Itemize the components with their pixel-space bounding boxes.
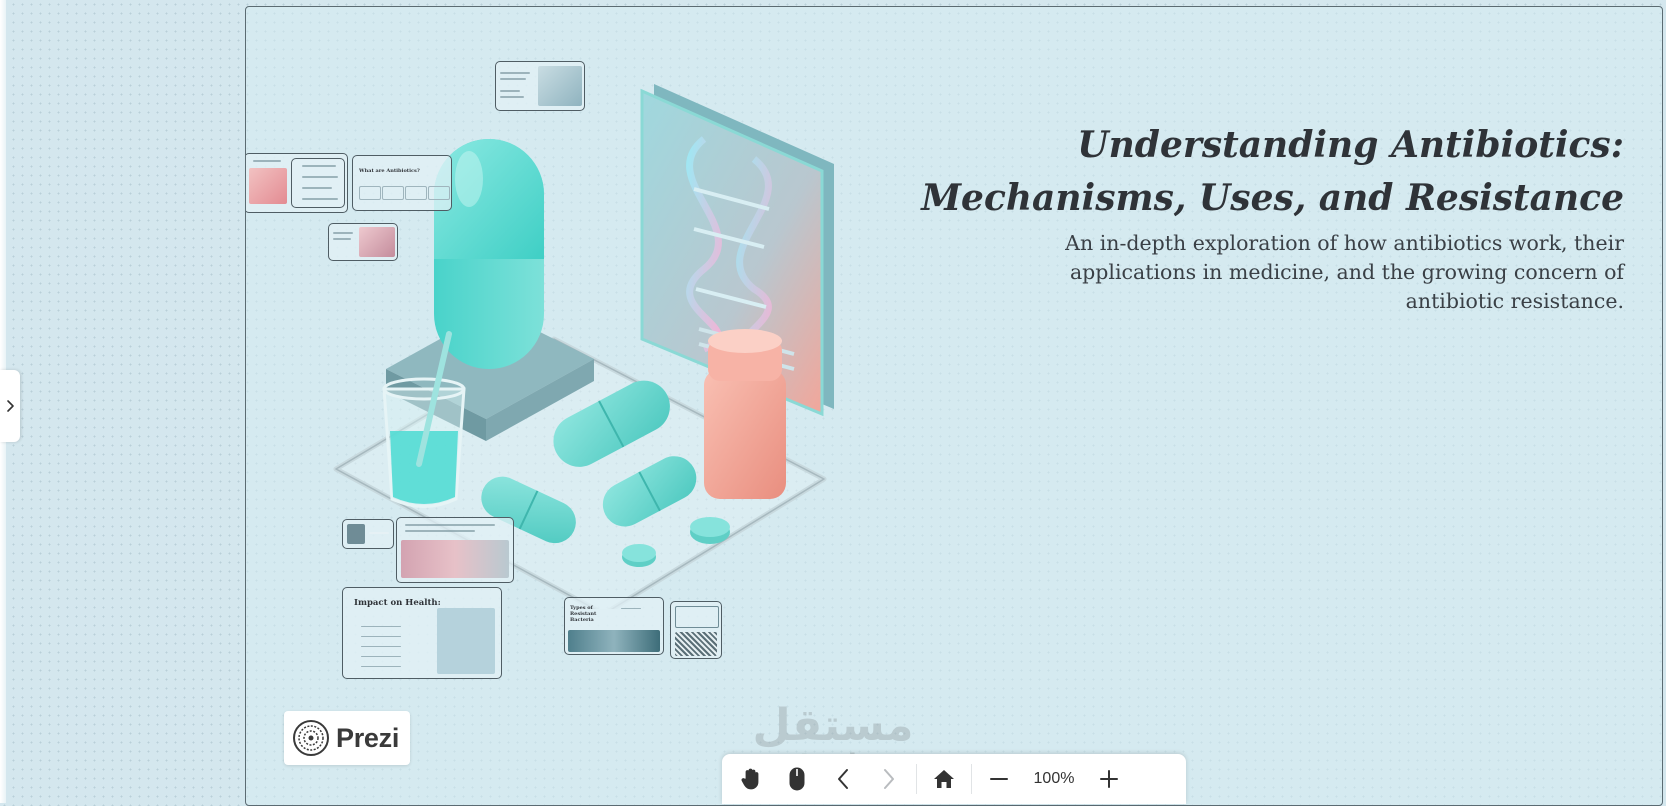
frame-thumbnail-bottom-right[interactable] (670, 601, 722, 659)
title-line-2: Mechanisms, Uses, and Resistance (921, 177, 1624, 219)
home-icon (934, 770, 954, 788)
zoom-in-button[interactable] (1086, 759, 1132, 799)
frame-what-are-antibiotics[interactable]: What are Antibiotics? (352, 155, 452, 211)
minus-icon (990, 778, 1008, 780)
mouse-icon (789, 767, 805, 791)
frame-thumbnail-mid-a[interactable] (342, 519, 394, 549)
frame-impact-on-health[interactable]: Impact on Health: (342, 587, 502, 679)
zoom-out-button[interactable] (976, 759, 1022, 799)
frame-thumbnail-mid-b[interactable] (396, 517, 514, 583)
frame-thumbnail-small[interactable] (328, 223, 398, 261)
chevron-right-icon (7, 400, 14, 412)
home-button[interactable] (921, 759, 967, 799)
frame-types-of-resistant-bacteria[interactable]: Types of Resistant Bacteria (564, 597, 664, 655)
next-step-button[interactable] (866, 759, 912, 799)
chevron-right-icon (884, 769, 894, 789)
frame-title: Impact on Health: (354, 598, 441, 608)
pan-button[interactable] (728, 759, 774, 799)
toolbar-divider (916, 764, 917, 794)
prezi-brand-name: Prezi (336, 722, 400, 753)
frame-title: What are Antibiotics? (359, 168, 420, 174)
previous-step-button[interactable] (820, 759, 866, 799)
presentation-title: Understanding Antibiotics: Mechanisms, U… (904, 119, 1624, 225)
mouse-mode-button[interactable] (774, 759, 820, 799)
hand-icon (741, 768, 759, 790)
title-line-1: Understanding Antibiotics: (1077, 124, 1624, 166)
presentation-canvas[interactable]: Understanding Antibiotics: Mechanisms, U… (245, 6, 1663, 806)
prezi-logo[interactable]: Prezi (284, 711, 410, 765)
antibiotics-illustration (333, 84, 834, 609)
sidebar-toggle[interactable] (0, 370, 20, 442)
presentation-subtitle: An in-depth exploration of how antibioti… (1065, 231, 1624, 313)
chevron-left-icon (838, 769, 848, 789)
frame-thumbnail-left[interactable] (246, 153, 348, 213)
plus-icon (1100, 770, 1118, 788)
presentation-toolbar: 100% (722, 754, 1186, 804)
prezi-logo-icon (293, 720, 329, 756)
zoom-level: 100% (1033, 770, 1075, 787)
toolbar-divider (971, 764, 972, 794)
frame-thumbnail-top[interactable] (495, 61, 585, 111)
frame-title: Types of Resistant Bacteria (570, 605, 597, 623)
